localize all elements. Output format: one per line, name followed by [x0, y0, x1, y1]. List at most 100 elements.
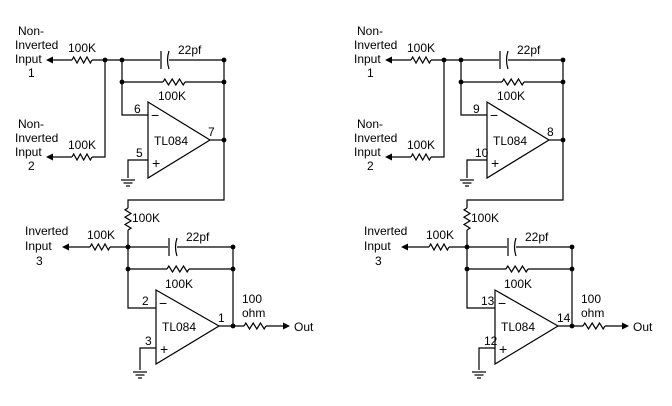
- input-2-resistor-value: 100K: [407, 138, 435, 152]
- input-1-resistor: [71, 55, 93, 65]
- stage2-pin-plus: 12: [484, 334, 498, 348]
- coupling-resistor: [123, 207, 133, 231]
- opamp-plus-sign: +: [160, 341, 168, 357]
- opamp-chip-label: TL084: [493, 134, 527, 148]
- stage2-feedback-capacitor: [507, 237, 517, 257]
- input-2-resistor: [71, 152, 93, 162]
- stage1-feedback-capacitor: [499, 50, 509, 70]
- junction-dot: [458, 79, 464, 85]
- output-resistor-unit: ohm: [581, 306, 604, 320]
- wire: [431, 60, 445, 158]
- stage1-feedback-resistor-value: 100K: [497, 89, 525, 103]
- input-1-label-line: Non-: [18, 24, 44, 38]
- input-1-arrow: [46, 56, 53, 64]
- wire: [127, 159, 148, 178]
- stage1-capacitor-value: 22pf: [517, 43, 541, 57]
- stage2-pin-minus: 13: [481, 294, 495, 308]
- junction-dot: [230, 323, 236, 329]
- input-2-label-line: 2: [367, 159, 374, 173]
- opamp-stage2: − + TL084: [155, 288, 221, 366]
- output-resistor: [582, 321, 606, 331]
- input-2-arrow: [46, 153, 53, 161]
- input-3-resistor-value: 100K: [426, 228, 454, 242]
- output-resistor-unit: ohm: [242, 306, 265, 320]
- junction-dot: [221, 79, 227, 85]
- opamp-minus-sign: −: [151, 107, 159, 123]
- stage2-feedback-resistor: [505, 264, 529, 274]
- input-2-label-line: Non-: [357, 117, 383, 131]
- input-3-label-line: 3: [375, 254, 382, 268]
- junction-dot: [464, 266, 470, 272]
- input-1-label-line: Input: [15, 52, 42, 66]
- stage1-pin-plus: 10: [475, 146, 489, 160]
- output-arrow: [283, 322, 290, 330]
- opamp-stage2: −+TL084: [494, 288, 560, 366]
- input-3-label-line: Input: [364, 239, 391, 253]
- junction-dot: [560, 79, 566, 85]
- stage1-pin-out: 8: [547, 125, 554, 139]
- input-2-label-line: Input: [15, 145, 42, 159]
- stage2-pin-minus: 2: [142, 294, 149, 308]
- opamp-chip-label: TL084: [154, 134, 188, 148]
- opamp-chip-label: TL084: [501, 320, 535, 334]
- input-1-label-line: Non-: [357, 24, 383, 38]
- wire: [139, 347, 156, 370]
- ground-symbol: [133, 371, 147, 379]
- ground-symbol: [472, 371, 486, 379]
- junction-dot: [230, 244, 236, 250]
- stage2-feedback-resistor: [166, 264, 190, 274]
- stage1-pin-plus: 5: [136, 146, 143, 160]
- coupling-resistor: [462, 207, 472, 231]
- stage2-pin-out: 14: [557, 311, 571, 325]
- opamp-minus-sign: −: [159, 295, 167, 311]
- output-resistor-value: 100: [242, 292, 262, 306]
- junction-dot: [119, 79, 125, 85]
- mixer-circuit-2: Non-InvertedInput1100KNon-InvertedInput2…: [354, 24, 653, 379]
- stage1-pin-out: 7: [208, 125, 215, 139]
- coupling-resistor-value: 100K: [132, 211, 160, 225]
- wire: [121, 60, 148, 116]
- input-1-resistor-value: 100K: [407, 41, 435, 55]
- wire: [92, 60, 106, 158]
- input-1-arrow: [385, 56, 392, 64]
- stage2-capacitor-value: 22pf: [525, 230, 549, 244]
- input-1-resistor-value: 100K: [68, 41, 96, 55]
- input-3-label-line: 3: [36, 254, 43, 268]
- opamp-chip-label: TL084: [162, 320, 196, 334]
- opamp-stage1: − + TL084: [147, 100, 212, 180]
- wire: [466, 159, 487, 178]
- junction-dot: [569, 266, 575, 272]
- ground-symbol: [460, 179, 474, 187]
- wire: [127, 140, 225, 208]
- output-resistor-value: 100: [581, 292, 601, 306]
- stage1-feedback-resistor-value: 100K: [158, 89, 186, 103]
- input-3-resistor-value: 100K: [87, 228, 115, 242]
- input-1-resistor: [410, 55, 432, 65]
- input-3-label-line: Inverted: [25, 224, 68, 238]
- opamp-plus-sign: +: [152, 155, 160, 171]
- input-2-label-line: Inverted: [15, 131, 58, 145]
- input-2-label-line: Input: [354, 145, 381, 159]
- stage2-feedback-resistor-value: 100K: [165, 277, 193, 291]
- stage1-feedback-capacitor: [160, 50, 170, 70]
- junction-dot: [221, 57, 227, 63]
- opamp-minus-sign: −: [498, 295, 506, 311]
- input-1-label-line: Inverted: [354, 38, 397, 52]
- output-label: Out: [633, 320, 653, 334]
- input-1-label-line: Inverted: [15, 38, 58, 52]
- stage2-capacitor-value: 22pf: [186, 230, 210, 244]
- stage2-feedback-resistor-value: 100K: [504, 277, 532, 291]
- stage2-pin-out: 1: [218, 311, 225, 325]
- output-arrow: [622, 322, 629, 330]
- stage1-feedback-resistor: [501, 77, 525, 87]
- opamp-plus-sign: +: [491, 155, 499, 171]
- stage1-pin-minus: 6: [134, 102, 141, 116]
- junction-dot: [569, 323, 575, 329]
- junction-dot: [125, 266, 131, 272]
- input-3-arrow: [62, 243, 69, 251]
- ground-symbol: [121, 179, 135, 187]
- input-3-resistor: [428, 242, 450, 252]
- stage2-pin-plus: 3: [145, 334, 152, 348]
- input-3-label-line: Input: [25, 239, 52, 253]
